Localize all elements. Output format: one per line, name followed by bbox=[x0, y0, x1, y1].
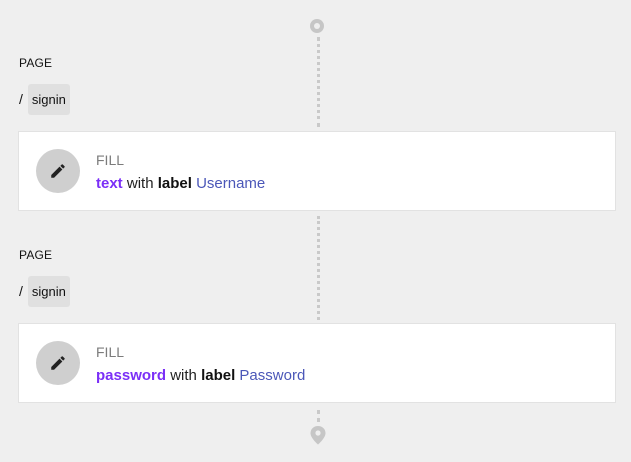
page-breadcrumb: / signin bbox=[19, 83, 70, 115]
timeline-connector-bottom bbox=[317, 410, 320, 422]
page-path-prefix: / bbox=[19, 283, 23, 299]
pencil-icon bbox=[36, 149, 80, 193]
page-section-label: PAGE bbox=[19, 248, 53, 262]
step-description: text with label Username bbox=[96, 175, 265, 192]
field-label-value: Username bbox=[196, 175, 266, 192]
timeline-connector-middle bbox=[317, 216, 320, 320]
fill-step-card-username[interactable]: FILL text with label Username bbox=[18, 131, 616, 211]
timeline-connector-top bbox=[317, 37, 320, 127]
step-action-label: FILL bbox=[96, 344, 125, 360]
page-name-chip[interactable]: signin bbox=[27, 275, 70, 307]
fill-step-card-password[interactable]: FILL password with label Password bbox=[18, 323, 616, 403]
page-path-prefix: / bbox=[19, 91, 23, 107]
with-text: with bbox=[126, 175, 154, 192]
map-pin-icon bbox=[310, 426, 326, 445]
page-section-label: PAGE bbox=[19, 56, 53, 70]
pencil-icon bbox=[36, 341, 80, 385]
step-description: password with label Password bbox=[96, 367, 305, 384]
field-type: password bbox=[96, 367, 167, 384]
with-text: with bbox=[170, 367, 197, 384]
page-breadcrumb: / signin bbox=[19, 275, 70, 307]
step-action-label: FILL bbox=[96, 152, 125, 168]
label-keyword: label bbox=[201, 367, 236, 384]
page-name-chip[interactable]: signin bbox=[27, 83, 70, 115]
timeline-start-icon bbox=[310, 19, 324, 33]
label-keyword: label bbox=[157, 175, 192, 192]
field-type: text bbox=[96, 175, 123, 192]
field-label-value: Password bbox=[239, 367, 306, 384]
